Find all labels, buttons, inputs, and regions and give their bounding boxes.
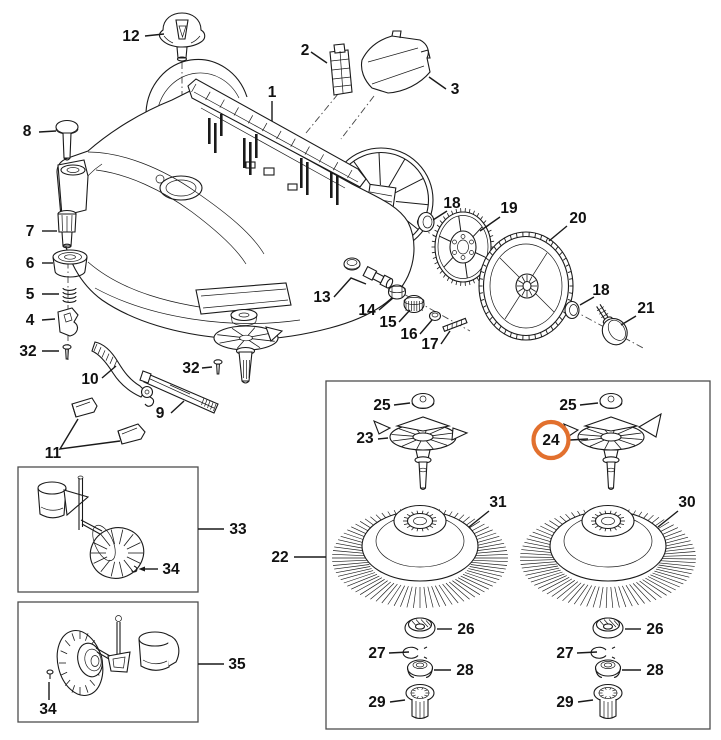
callout-27-right[interactable]: 27 [556,645,573,662]
callout-3[interactable]: 3 [451,81,460,98]
callout-26-right[interactable]: 26 [646,621,664,638]
kit-33-contents-drawing [37,475,145,579]
callout-20[interactable]: 20 [569,210,586,227]
callout-23[interactable]: 23 [356,430,374,447]
callout-35[interactable]: 35 [228,656,246,673]
callout-29-right[interactable]: 29 [556,694,574,711]
callout-15[interactable]: 15 [379,314,397,331]
axle-hardware-drawing [343,257,468,332]
callout-16[interactable]: 16 [400,326,418,343]
callout-5[interactable]: 5 [26,286,35,303]
callout-10[interactable]: 10 [81,371,98,388]
kit-box-35 [17,601,199,723]
callout-4[interactable]: 4 [26,312,35,329]
callout-21[interactable]: 21 [637,300,655,317]
callout-34-upper[interactable]: 34 [162,561,180,578]
brush-assembly-left-drawing [332,392,508,720]
grid-plate-part-drawing [329,43,353,96]
callout-labels: 12 2 3 1 8 7 6 5 4 32 10 9 11 32 13 14 1… [19,28,695,718]
callout-13[interactable]: 13 [313,289,331,306]
selected-part-highlight [531,419,571,461]
kit-35-contents-drawing [46,615,180,697]
callout-27-left[interactable]: 27 [368,645,385,662]
callout-25-left[interactable]: 25 [373,397,391,414]
callout-32-center[interactable]: 32 [182,360,199,377]
callout-28-left[interactable]: 28 [456,662,474,679]
callout-6[interactable]: 6 [26,255,35,272]
callout-2[interactable]: 2 [301,42,310,59]
chassis-housing-drawing [56,58,434,340]
handle-lever-parts-drawing [71,341,219,445]
callout-29-left[interactable]: 29 [368,694,386,711]
wheel-train-drawing [416,208,628,346]
callout-11[interactable]: 11 [45,445,62,462]
callout-19[interactable]: 19 [500,200,518,217]
callout-12[interactable]: 12 [122,28,139,45]
spindle-hardware-column-drawing [52,209,88,360]
callout-17[interactable]: 17 [421,336,438,353]
callout-14[interactable]: 14 [358,302,376,319]
callout-8[interactable]: 8 [23,123,32,140]
callout-31[interactable]: 31 [489,494,507,511]
leader-lines [38,33,679,703]
callout-30[interactable]: 30 [678,494,695,511]
bolt-part-drawing [55,119,79,161]
callout-18-right[interactable]: 18 [592,282,610,299]
brush-assembly-right-drawing [519,392,697,720]
callout-28-right[interactable]: 28 [646,662,664,679]
knob-part-drawing [158,12,206,62]
callout-7[interactable]: 7 [26,223,35,240]
callout-34-lower[interactable]: 34 [39,701,57,718]
callout-33[interactable]: 33 [229,521,247,538]
callout-25-right[interactable]: 25 [559,397,577,414]
deck-rib-details [208,114,339,205]
callout-32-left[interactable]: 32 [19,343,36,360]
callout-24-selected[interactable]: 24 [542,432,560,449]
rail-part-drawing [187,78,367,189]
callout-1[interactable]: 1 [268,84,277,101]
cover-part-drawing [360,30,431,94]
callout-22[interactable]: 22 [271,549,288,566]
callout-26-left[interactable]: 26 [457,621,475,638]
callout-18-left[interactable]: 18 [443,195,461,212]
callout-9[interactable]: 9 [156,405,165,422]
spindle-assembly-drawing [213,308,284,384]
